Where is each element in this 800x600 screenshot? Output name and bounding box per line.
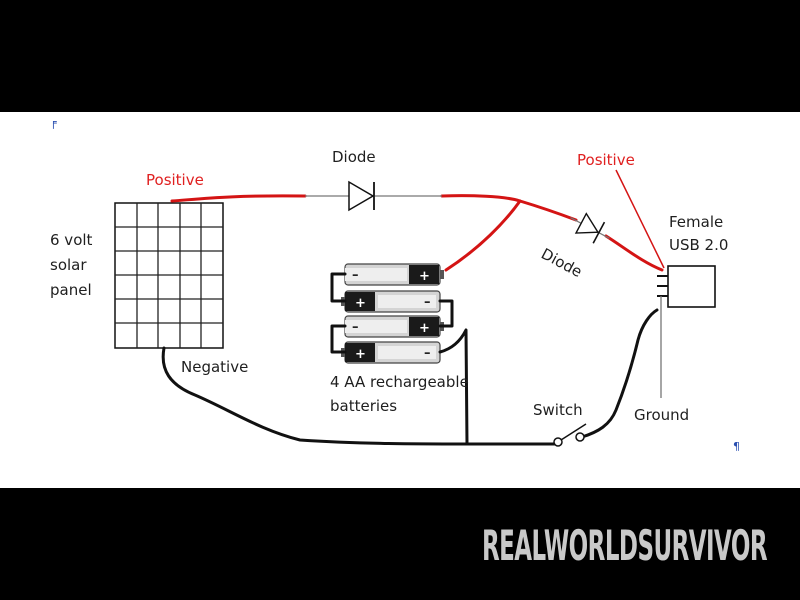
positive-wire-junction-to-battery xyxy=(444,199,522,272)
usb-connector xyxy=(657,265,716,308)
diode-top-symbol xyxy=(348,180,375,212)
positive-wire-diode-to-junction xyxy=(440,194,522,203)
positive-wire-panel-to-diode xyxy=(170,194,307,203)
ground-wire-usb xyxy=(580,308,659,439)
paragraph-mark-top: ╒ xyxy=(50,116,57,129)
svg-text:–: – xyxy=(352,268,359,283)
svg-text:–: – xyxy=(424,295,431,310)
bottom-black-band xyxy=(0,488,800,600)
label-switch: Switch xyxy=(533,401,583,419)
label-solar-line3: panel xyxy=(50,281,92,299)
label-positive-right: Positive xyxy=(577,151,635,169)
label-negative: Negative xyxy=(181,358,248,376)
top-black-band xyxy=(0,0,800,112)
label-female: Female xyxy=(669,213,723,231)
negative-wire-main xyxy=(161,346,557,446)
svg-text:–: – xyxy=(352,320,359,335)
svg-text:+: + xyxy=(355,347,366,362)
label-ground: Ground xyxy=(634,406,689,424)
label-batteries-line2: batteries xyxy=(330,397,397,415)
label-solar-line2: solar xyxy=(50,256,87,274)
label-positive-left: Positive xyxy=(146,171,204,189)
positive-pointer-line xyxy=(615,169,665,269)
svg-text:+: + xyxy=(419,269,430,284)
switch-symbol xyxy=(553,423,587,447)
battery-pack: – + + – – + + – xyxy=(330,263,454,364)
negative-wire-battery xyxy=(438,328,469,446)
diode-right-symbol xyxy=(570,212,610,244)
positive-wire-diode2-to-usb xyxy=(604,234,664,272)
svg-text:+: + xyxy=(355,296,366,311)
paragraph-mark-bottom: ¶ xyxy=(733,440,740,453)
label-usb: USB 2.0 xyxy=(669,236,728,254)
label-solar-line1: 6 volt xyxy=(50,231,93,249)
watermark-logo: REALWORLDSURVIVOR xyxy=(482,521,767,570)
svg-text:+: + xyxy=(419,321,430,336)
label-batteries-line1: 4 AA rechargeable xyxy=(330,373,469,391)
svg-text:–: – xyxy=(424,346,431,361)
solar-panel xyxy=(114,202,224,349)
label-diode-top: Diode xyxy=(332,148,376,166)
